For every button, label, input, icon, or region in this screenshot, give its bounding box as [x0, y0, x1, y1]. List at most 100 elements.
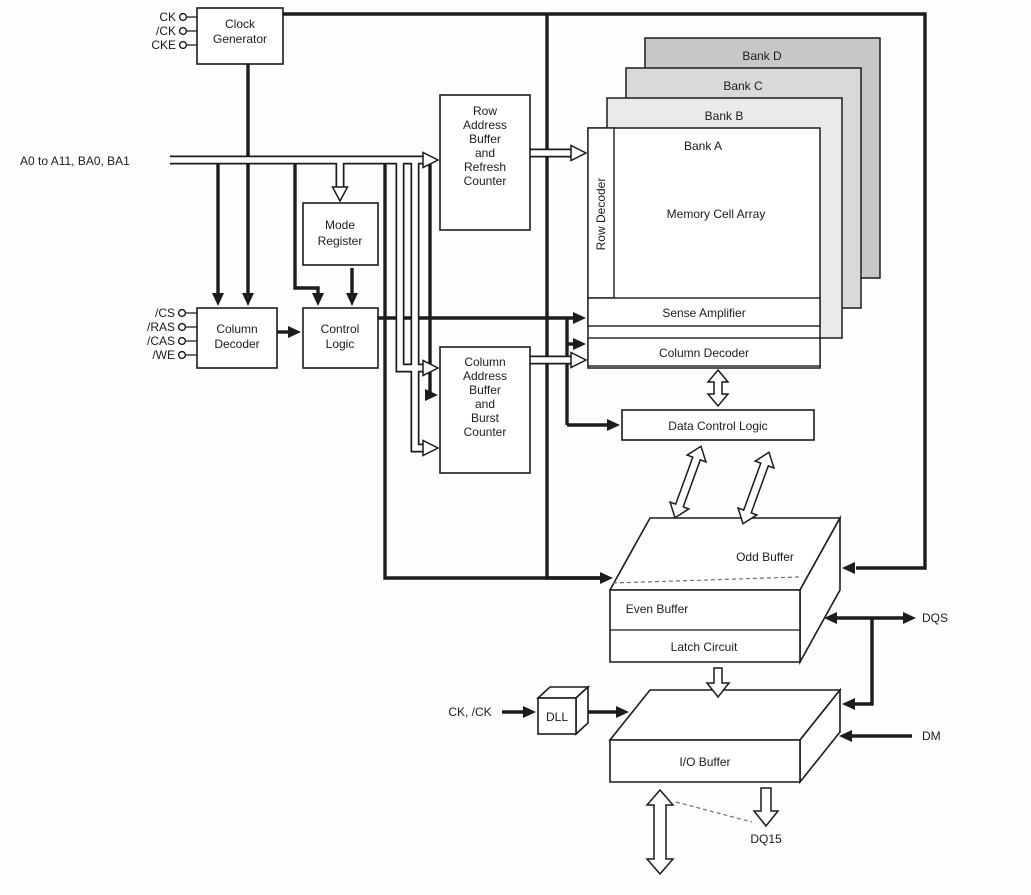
arrowhead-column-decoder-1-icon	[212, 293, 224, 306]
external-pins: CK /CK CKE A0 to A11, BA0, BA1 /CS /RAS …	[20, 10, 948, 846]
bank-a-label: Bank A	[684, 139, 722, 153]
dll-box	[537, 697, 577, 735]
odd-even-divider-dashed-line	[612, 576, 800, 584]
arrowheads	[212, 293, 916, 742]
io-buffer-label: I/O Buffer	[679, 755, 730, 769]
casn-pin-icon	[177, 336, 187, 346]
control-logic-box	[302, 307, 379, 369]
data-path-arrows	[645, 368, 780, 876]
arrowhead-dqs-io-buffer-icon	[842, 698, 855, 710]
csn-pin-icon	[177, 308, 187, 318]
arrowhead-column-decoder-2-icon	[242, 293, 254, 306]
rab-label-4: and	[475, 146, 495, 160]
cab-label-5: Burst	[471, 411, 500, 425]
wire-bus-to-control-logic	[293, 160, 320, 294]
dq15-arrow-icon	[752, 787, 780, 828]
wen-label: /WE	[152, 348, 175, 362]
bank-column-decoder-label: Column Decoder	[659, 346, 749, 360]
dcl-buffer-double-arrow-1-icon	[668, 445, 708, 519]
dq-range-dotted-line	[675, 801, 753, 823]
dq-bus-double-arrow-icon	[645, 788, 675, 876]
arrowhead-data-control-logic-icon	[607, 419, 620, 431]
arrowhead-sense-amplifier-icon	[573, 312, 586, 324]
rab-label-5: Refresh	[464, 160, 506, 174]
buffer-slabs: Odd Buffer Even Buffer Latch Circuit I/O…	[535, 514, 842, 785]
bus-to-cab2-core	[412, 160, 426, 451]
odd-buffer-label: Odd Buffer	[736, 550, 794, 564]
bus-arrowhead-cab-icon	[422, 359, 440, 377]
bus-arrowhead-cab2-icon	[422, 439, 440, 457]
memory-cell-array-label: Memory Cell Array	[667, 207, 766, 221]
bank-c-label: Bank C	[723, 79, 763, 93]
coldec-dcl-double-arrow-icon	[706, 368, 730, 408]
control-logic-label-1: Control	[321, 322, 360, 336]
clock-generator-label-2: Generator	[213, 32, 267, 46]
cab-label-2: Address	[463, 369, 507, 383]
latch-to-io-arrow-icon	[705, 667, 731, 699]
column-address-buffer-box	[439, 346, 531, 474]
sense-amplifier-box	[587, 297, 821, 327]
bus-arrowhead-mode-register-icon	[331, 186, 349, 203]
dq15-label: DQ15	[750, 832, 782, 846]
cab-label-6: Counter	[464, 425, 507, 439]
rab-label-6: Counter	[464, 174, 507, 188]
ckn-label: /CK	[156, 24, 176, 38]
wire-dqs-to-io-buffer	[855, 618, 874, 706]
command-pin-stubs	[185, 312, 197, 356]
address-buses	[170, 144, 588, 457]
column-decoder-label-2: Decoder	[214, 337, 259, 351]
rab-label-2: Address	[463, 118, 507, 132]
memory-banks: Bank D Bank C Bank B Bank A Row Decoder …	[587, 37, 881, 369]
rasn-pin-icon	[177, 322, 187, 332]
latch-circuit-label: Latch Circuit	[671, 640, 738, 654]
ck-pin-icon	[178, 12, 188, 22]
clock-generator-label-1: Clock	[225, 17, 256, 31]
arrowhead-control-logic-1-icon	[312, 293, 324, 306]
dm-label: DM	[922, 729, 941, 743]
control-logic-label-2: Logic	[326, 337, 355, 351]
signal-wires	[216, 12, 927, 738]
row-address-buffer-box	[439, 94, 531, 231]
arrowhead-control-logic-2-icon	[346, 293, 358, 306]
arrowhead-even-buffer-icon	[600, 572, 613, 584]
wire-write-data-path	[383, 160, 601, 580]
dqs-label: DQS	[922, 611, 948, 625]
rab-label-3: Buffer	[469, 132, 501, 146]
logic-blocks: Clock Generator Mode Register Column Dec…	[196, 7, 815, 474]
arrowhead-cab-black-icon	[425, 389, 438, 401]
sense-amplifier-label: Sense Amplifier	[662, 306, 745, 320]
cke-label: CKE	[151, 38, 176, 52]
bus-arrowhead-bank-coldec-icon	[570, 351, 588, 369]
data-control-logic-box	[621, 409, 815, 441]
bank-b-label: Bank B	[705, 109, 744, 123]
bank-a-box	[587, 127, 821, 369]
arrowhead-odd-buffer-icon	[842, 562, 855, 574]
bank-column-decoder-box	[587, 337, 821, 367]
mode-register-label-1: Mode	[325, 218, 355, 232]
clock-pin-stubs	[186, 16, 197, 46]
ck-label: CK	[159, 10, 176, 24]
address-bus-label: A0 to A11, BA0, BA1	[20, 154, 130, 168]
csn-label: /CS	[155, 306, 175, 320]
cab-label-3: Buffer	[469, 383, 501, 397]
rab-label-1: Row	[473, 104, 497, 118]
clock-generator-box	[196, 7, 284, 65]
arrowhead-bank-coldec-black-icon	[573, 338, 586, 350]
even-buffer-label: Even Buffer	[626, 602, 688, 616]
cab-label-4: and	[475, 397, 495, 411]
arrowhead-dll-in-icon	[523, 706, 536, 718]
dll-label: DLL	[546, 710, 568, 724]
io-buffer-front-face	[609, 739, 801, 783]
dll-clock-label: CK, /CK	[448, 705, 491, 719]
ckn-pin-icon	[178, 26, 188, 36]
cke-pin-icon	[178, 40, 188, 50]
mode-register-box	[302, 202, 379, 266]
rasn-label: /RAS	[147, 320, 175, 334]
cab-label-1: Column	[464, 355, 505, 369]
row-decoder-box	[587, 127, 615, 299]
bus-arrowhead-row-decoder-icon	[570, 144, 588, 162]
column-decoder-label-1: Column	[216, 322, 257, 336]
column-decoder-box	[196, 307, 278, 369]
